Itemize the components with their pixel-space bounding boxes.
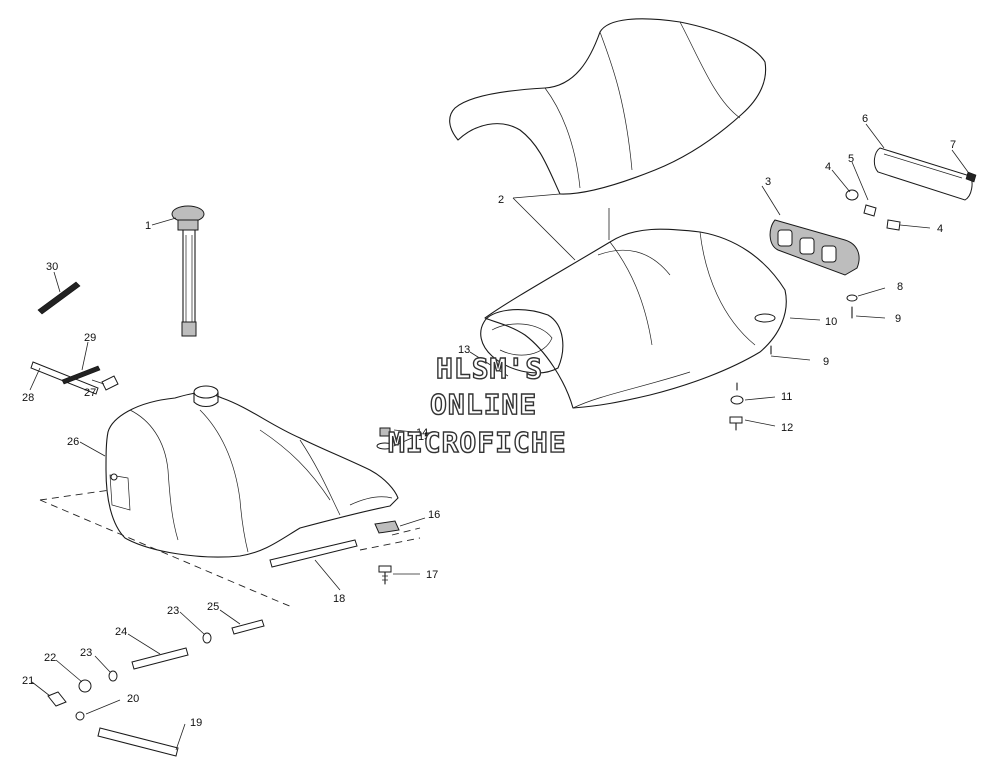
clamp-22 bbox=[78, 679, 92, 693]
callout-6: 6 bbox=[862, 113, 868, 125]
callout-29: 29 bbox=[84, 332, 96, 344]
clamp-20 bbox=[75, 711, 85, 721]
callout-26: 26 bbox=[67, 436, 79, 448]
callout-7: 7 bbox=[950, 139, 956, 151]
callout-24: 24 bbox=[115, 626, 127, 638]
callout-27: 27 bbox=[84, 387, 96, 399]
watermark: HLSM'S ONLINE MICROFICHE bbox=[387, 351, 567, 459]
callout-12: 12 bbox=[781, 422, 793, 434]
callout-28: 28 bbox=[22, 392, 34, 404]
seat-base-shell bbox=[480, 228, 787, 409]
washer-11 bbox=[730, 395, 744, 405]
fuel-level-sender bbox=[171, 205, 205, 337]
callout-4a: 4 bbox=[825, 161, 831, 173]
callout-30: 30 bbox=[46, 261, 58, 273]
bulbs bbox=[845, 189, 901, 231]
strap-29 bbox=[61, 365, 101, 385]
callout-15: 15 bbox=[418, 431, 430, 443]
watermark-line-2: ONLINE bbox=[430, 388, 537, 421]
plate-16 bbox=[374, 520, 400, 534]
callout-17: 17 bbox=[426, 569, 438, 581]
watermark-line-1: HLSM'S bbox=[436, 352, 543, 385]
callout-23b: 23 bbox=[80, 647, 92, 659]
taillight-lens bbox=[873, 147, 973, 201]
callout-14: 14 bbox=[416, 427, 428, 439]
nut-14 bbox=[379, 427, 391, 437]
fuel-tank bbox=[105, 385, 399, 558]
bolt-12 bbox=[729, 416, 743, 424]
clamp-27 bbox=[101, 375, 119, 391]
callout-11: 11 bbox=[781, 391, 792, 403]
callout-19: 19 bbox=[190, 717, 202, 729]
bolt-17 bbox=[378, 565, 392, 573]
callout-3: 3 bbox=[765, 176, 771, 188]
hose-24 bbox=[131, 647, 189, 670]
callout-numbers: 1 2 3 4 4 5 6 7 8 9 9 10 11 12 13 14 15 … bbox=[22, 113, 956, 729]
callout-16: 16 bbox=[428, 509, 440, 521]
callout-25: 25 bbox=[207, 601, 219, 613]
callout-2: 2 bbox=[498, 194, 504, 206]
screw-7 bbox=[965, 171, 977, 183]
leader-lines bbox=[29, 123, 969, 751]
callout-20: 20 bbox=[127, 693, 139, 705]
callout-23a: 23 bbox=[167, 605, 179, 617]
taillight-housing bbox=[769, 219, 860, 276]
callout-21: 21 bbox=[22, 675, 34, 687]
callout-5: 5 bbox=[848, 153, 854, 165]
watermark-line-3: MICROFICHE bbox=[388, 426, 567, 459]
callout-1: 1 bbox=[145, 220, 151, 232]
clamp-23b bbox=[108, 670, 118, 682]
fitting-25 bbox=[231, 619, 265, 635]
washer-15 bbox=[376, 442, 394, 450]
callout-13: 13 bbox=[458, 344, 470, 356]
strap-30 bbox=[37, 281, 81, 315]
callout-10: 10 bbox=[825, 316, 837, 328]
hose-19 bbox=[97, 727, 179, 757]
seat-cushion bbox=[449, 18, 767, 195]
callout-8: 8 bbox=[897, 281, 903, 293]
callout-18: 18 bbox=[333, 593, 345, 605]
clamp-23a bbox=[202, 632, 212, 644]
washer-8 bbox=[846, 294, 858, 302]
callout-4b: 4 bbox=[937, 223, 943, 235]
callout-9a: 9 bbox=[895, 313, 901, 325]
strip-18 bbox=[269, 539, 358, 568]
callout-22: 22 bbox=[44, 652, 56, 664]
callout-9b: 9 bbox=[823, 356, 829, 368]
filter-21 bbox=[47, 691, 67, 707]
